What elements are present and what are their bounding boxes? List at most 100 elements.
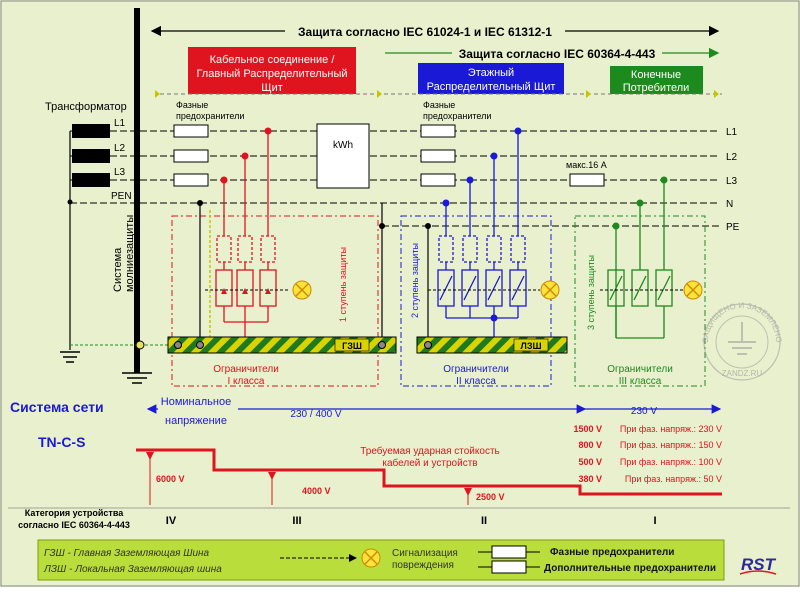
kwh-meter-label: kWh	[333, 140, 353, 151]
legend-extra-fuse-icon	[491, 560, 527, 574]
phase-table-value-2: 800 V	[578, 440, 602, 450]
limiters-class3-circuit	[600, 180, 690, 339]
zone-main-panel-line2: Главный Распределительный	[196, 68, 347, 80]
kwh-meter	[316, 123, 370, 189]
protection-stage2-label: 2 ступень защиты	[410, 243, 420, 318]
category-ii: II	[481, 515, 487, 527]
conductor-label-l3-left: L3	[114, 167, 126, 178]
zone-main-panel-line1: Кабельное соединение /	[210, 54, 336, 66]
limiters-class1-line2: I класса	[227, 376, 264, 387]
impulse-level-2500: 2500 V	[476, 492, 505, 502]
category-iv: IV	[166, 515, 177, 527]
voltage-main: 230 / 400 V	[290, 409, 341, 420]
conductor-label-l3-right: L3	[726, 176, 738, 187]
watermark-site: ZANDZ.RU	[722, 369, 763, 378]
network-system-label: Система сети	[10, 399, 104, 415]
category-label-line1: Категория устройства	[25, 508, 124, 518]
category-iii: III	[292, 515, 301, 527]
conductor-label-pen-left: PEN	[111, 191, 132, 202]
lightning-system-label-line2: молниезащиты	[124, 215, 136, 292]
equipotential-junction	[135, 340, 145, 350]
transformer-label: Трансформатор	[45, 101, 127, 113]
rst-logo: RST	[741, 555, 777, 574]
lightning-protection-conductor	[134, 8, 140, 373]
legend-lzsh: ЛЗШ - Локальная Заземляющая шина	[43, 564, 222, 575]
fuse-floor-l2	[420, 149, 456, 163]
legend-signal-line1: Сигнализация	[392, 548, 458, 559]
phase-table-label-2: При фаз. напряж.: 150 V	[620, 440, 722, 450]
phase-table-value-4: 380 V	[578, 474, 602, 484]
protection-stage1-label: 1 ступень защиты	[338, 247, 348, 322]
protection-stage3-label: 3 ступень защиты	[586, 255, 596, 330]
transformer-winding-l3	[72, 173, 110, 187]
phase-table-value-1: 1500 V	[573, 424, 602, 434]
legend-phase-fuses: Фазные предохранители	[550, 547, 674, 558]
zone-end-consumers-line2: Потребители	[623, 82, 690, 94]
fuse-floor-l3	[420, 173, 456, 187]
max-fuse-label: макс.16 A	[566, 160, 607, 170]
category-i: I	[653, 515, 656, 527]
impulse-title-line2: кабелей и устройств	[382, 457, 477, 469]
busbar-local-label: ЛЗШ	[521, 341, 542, 351]
busbar-main-label: ГЗШ	[342, 341, 362, 351]
limiters-class1-line1: Ограничители	[213, 364, 279, 375]
legend-signal-line2: повреждения	[392, 560, 454, 571]
conductor-label-l1-right: L1	[726, 127, 738, 138]
conductor-label-l2-left: L2	[114, 143, 126, 154]
fuses-label-main-line1: Фазные	[176, 100, 208, 110]
lightning-system-label-line1: Система	[112, 247, 124, 292]
limiters-class2-line1: Ограничители	[443, 364, 509, 375]
phase-table-label-1: При фаз. напряж.: 230 V	[620, 424, 722, 434]
zone-end-consumers-line1: Конечные	[631, 69, 681, 81]
category-label-line2: согласно IEC 60364-4-443	[18, 520, 130, 530]
transformer-winding-l2	[72, 149, 110, 163]
limiters-class1-circuit	[205, 131, 290, 345]
conductor-label-pe-right: PE	[726, 222, 740, 233]
nominal-voltage-label-line2: напряжение	[165, 415, 227, 427]
legend-extra-fuses: Дополнительные предохранители	[544, 563, 716, 574]
conductor-label-l1-left: L1	[114, 118, 126, 129]
fuses-label-floor-line2: предохранители	[423, 111, 491, 121]
fuse-floor-l1	[420, 124, 456, 138]
fuse-main-l2	[173, 149, 209, 163]
zone-floor-panel-line2: Распределительный Щит	[427, 81, 556, 93]
limiters-class1-box	[171, 215, 379, 387]
limiters-class2-line2: II класса	[456, 376, 496, 387]
watermark: ЗАЩИЩЕНО И ЗАЗЕМЛЕНО ZANDZ.RU	[701, 301, 783, 381]
fuse-16a	[569, 173, 605, 187]
transformer-winding-l1	[72, 124, 110, 138]
nominal-voltage-label-line1: Номинальное	[161, 396, 231, 408]
phase-table-value-3: 500 V	[578, 457, 602, 467]
zone-main-panel	[188, 47, 356, 94]
impulse-title-line1: Требуемая ударная стойкость	[360, 445, 500, 457]
impulse-level-4000: 4000 V	[302, 486, 331, 496]
impulse-step-line	[136, 448, 722, 496]
phase-table-label-4: При фаз. напряж.: 50 V	[625, 474, 722, 484]
limiters-class3-line2: III класса	[619, 376, 662, 387]
fuse-main-l1	[173, 124, 209, 138]
limiters-class2-box	[400, 215, 552, 387]
phase-table-label-3: При фаз. напряж.: 100 V	[620, 457, 722, 467]
conductor-label-l2-right: L2	[726, 152, 738, 163]
zone-main-panel-line3: Щит	[261, 82, 283, 94]
legend-gzsh: ГЗШ - Главная Заземляющая Шина	[44, 548, 210, 559]
zone-floor-panel-line1: Этажный	[468, 67, 514, 79]
fuses-label-main-line2: предохранители	[176, 111, 244, 121]
network-type-label: TN-C-S	[38, 434, 85, 450]
voltage-end: 230 V	[631, 406, 657, 417]
conductor-label-n-right: N	[726, 199, 733, 210]
limiters-class3-line1: Ограничители	[607, 364, 673, 375]
limiters-class2-circuit	[428, 131, 540, 345]
fuses-label-floor-line1: Фазные	[423, 100, 455, 110]
fuse-main-l3	[173, 173, 209, 187]
legend-phase-fuse-icon	[491, 545, 527, 559]
zone-floor-panel	[418, 63, 564, 94]
protection-title-iec61024: Защита согласно IEC 61024-1 и IEC 61312-…	[298, 25, 552, 39]
zone-end-consumers	[610, 66, 703, 94]
legend-panel	[37, 539, 725, 581]
impulse-level-6000: 6000 V	[156, 474, 185, 484]
protection-title-iec60364: Защита согласно IEC 60364-4-443	[459, 47, 656, 61]
